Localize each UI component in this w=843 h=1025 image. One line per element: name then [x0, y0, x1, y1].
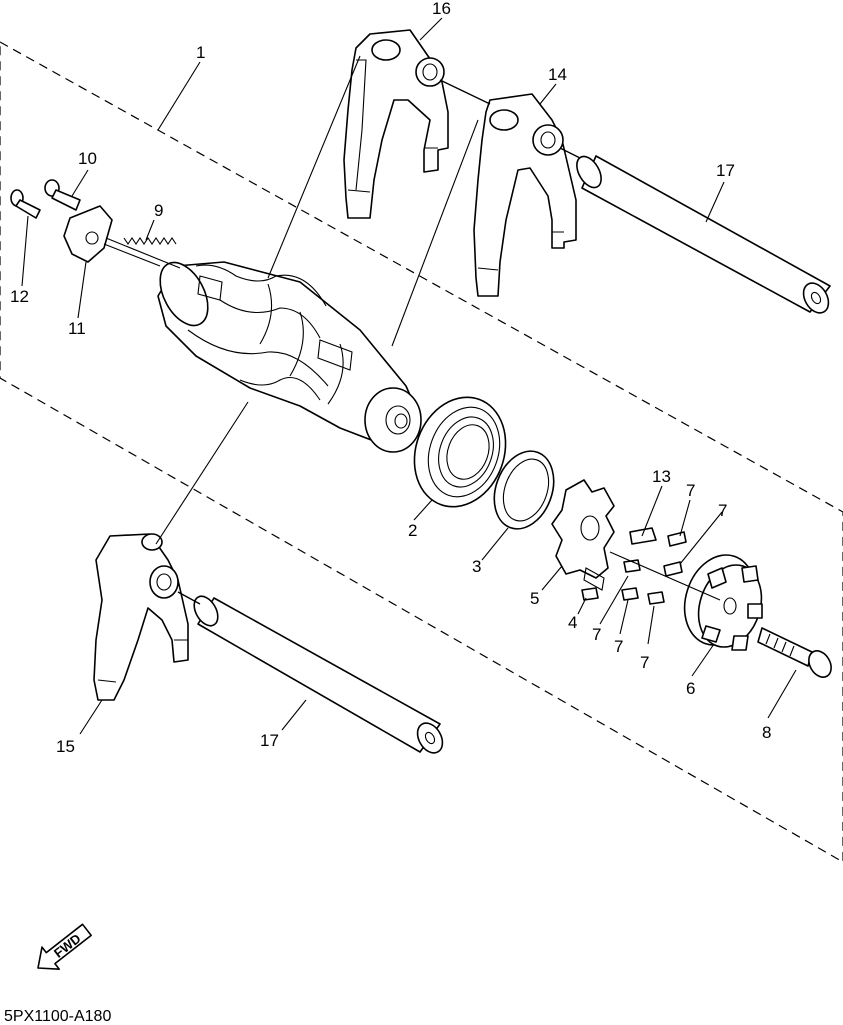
callout-8: 8	[762, 723, 771, 742]
callout-7-e: 7	[640, 653, 649, 672]
segment-5	[551, 479, 615, 591]
shift-drum-cam-6	[683, 554, 763, 651]
callout-7-c: 7	[592, 625, 601, 644]
callout-9: 9	[154, 201, 163, 220]
dowel-pin-4	[581, 587, 599, 601]
callout-11: 11	[68, 319, 86, 338]
callout-16: 16	[432, 0, 451, 18]
callout-7-a: 7	[686, 481, 695, 500]
stopper-lever-11	[63, 205, 113, 263]
screw-12	[10, 189, 41, 219]
screw-8	[757, 627, 832, 678]
shift-drum	[157, 261, 422, 453]
spring-9	[103, 237, 177, 267]
fork-shaft-lower	[193, 595, 444, 754]
bearing-2	[413, 396, 507, 508]
callout-7-d: 7	[614, 637, 623, 656]
callout-2: 2	[408, 521, 417, 540]
drawing-code: 5PX1100-A180	[4, 1008, 111, 1025]
callout-17-b: 17	[260, 731, 279, 750]
shift-fork-15	[93, 533, 189, 701]
callout-1: 1	[196, 43, 205, 62]
fwd-arrow-icon: FWD	[37, 923, 92, 970]
callout-17-a: 17	[716, 161, 735, 180]
callout-7-b: 7	[718, 501, 727, 520]
callout-12: 12	[10, 287, 29, 306]
callout-10: 10	[78, 149, 97, 168]
ring-3	[493, 450, 555, 530]
callout-14: 14	[548, 65, 567, 84]
pins-7	[621, 531, 687, 605]
fork-shaft-upper	[576, 155, 831, 314]
shift-fork-14	[473, 93, 577, 297]
pin-13	[629, 527, 657, 545]
shift-fork-16	[343, 29, 449, 219]
callout-13: 13	[652, 467, 671, 486]
callout-3: 3	[472, 557, 481, 576]
callout-15: 15	[56, 737, 75, 756]
bolt-10	[44, 179, 81, 211]
callout-6: 6	[686, 679, 695, 698]
callout-4: 4	[568, 613, 577, 632]
callout-5: 5	[530, 589, 539, 608]
